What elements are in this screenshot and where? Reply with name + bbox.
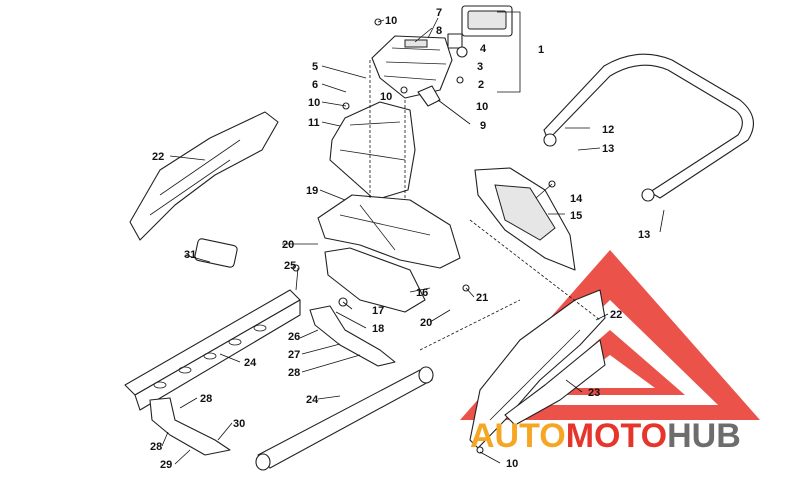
callout-13-lower: 13 [638,229,650,241]
callout-22-right: 22 [610,309,622,321]
callout-10-left: 10 [308,97,320,109]
reflector-31 [194,238,238,268]
callout-16: 16 [416,287,428,299]
callout-8: 8 [436,25,442,37]
callout-11: 11 [308,117,320,129]
svg-text:AUTOMOTOHUB: AUTOMOTOHUB [470,417,741,455]
running-board-rail [124,289,434,471]
grab-bar [543,53,754,202]
inner-fender [317,194,461,313]
mount-brackets [149,238,396,456]
callout-10-top: 10 [385,15,397,27]
callout-20-lower: 20 [420,317,432,329]
callout-numbers: 1 2 3 4 5 6 7 8 9 10 10 10 10 10 11 12 1… [150,7,650,471]
callout-31: 31 [184,249,196,261]
callout-26: 26 [288,331,300,343]
callout-3: 3 [477,61,483,73]
callout-5: 5 [312,61,318,73]
wordmark-moto: MOTO [566,417,667,455]
callout-27: 27 [288,349,300,361]
callout-24-lower: 24 [306,394,319,406]
callout-24-upper: 24 [244,357,257,369]
watermark-wordmark: AUTOMOTOHUB [470,417,741,455]
callout-22-left: 22 [152,151,164,163]
callout-23: 23 [588,387,600,399]
callout-15: 15 [570,210,582,222]
callout-6: 6 [312,79,318,91]
tail-light-assembly [447,5,521,93]
callout-28-lower: 28 [150,441,162,453]
callout-21: 21 [476,292,488,304]
side-panel-right [469,289,606,449]
callout-29: 29 [160,459,172,471]
wordmark-hub: HUB [667,417,741,455]
side-panel-left [129,111,279,241]
callout-10-right: 10 [476,101,488,113]
mud-flap-panel [329,85,441,201]
callout-28-mid: 28 [200,393,212,405]
side-cover-15 [474,167,576,271]
callout-1: 1 [538,44,544,56]
logo-core [565,355,655,388]
wordmark-auto: AUTO [470,417,566,455]
callout-19: 19 [306,185,318,197]
callout-10-bottom: 10 [506,458,518,470]
leader-lines [161,17,665,465]
callout-2: 2 [478,79,484,91]
callout-18: 18 [372,323,384,335]
callout-20-upper: 20 [282,239,294,251]
callout-28-upper: 28 [288,367,300,379]
callout-14: 14 [570,193,583,205]
callout-25: 25 [284,260,296,272]
callout-17: 17 [372,305,384,317]
callout-13-upper: 13 [602,143,614,155]
callout-7: 7 [436,7,442,19]
callout-4: 4 [480,43,487,55]
rear-cover [371,35,453,99]
callout-12: 12 [602,124,614,136]
callout-10-mid: 10 [380,91,392,103]
callout-30: 30 [233,418,245,430]
callout-9: 9 [480,120,486,132]
